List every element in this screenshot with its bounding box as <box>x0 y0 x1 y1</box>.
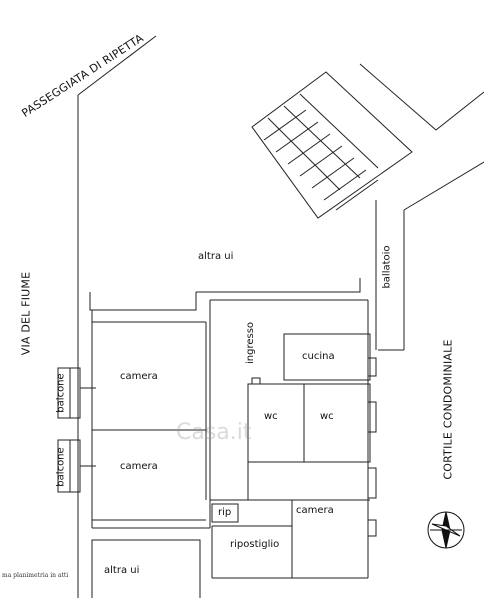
balcone-1-label: balcone <box>55 373 67 413</box>
plan-outline-lines <box>57 35 484 598</box>
ballatoio-label: ballatoio <box>381 245 393 289</box>
camera-1-label: camera <box>120 371 158 382</box>
balcone-2-label: balcone <box>55 447 67 487</box>
altra-ui-top-label: altra ui <box>198 251 234 262</box>
camera-3-label: camera <box>296 505 334 516</box>
watermark: Casa.it <box>176 420 252 445</box>
street-label-via: VIA DEL FIUME <box>19 271 33 356</box>
rip-label: rip <box>218 507 232 518</box>
wc-2-label: wc <box>320 411 334 422</box>
altra-ui-bottom-label: altra ui <box>104 565 140 576</box>
plan-note: ma planimetria in atti <box>2 572 69 579</box>
cucina-label: cucina <box>302 351 335 362</box>
street-label-cortile: CORTILE CONDOMINIALE <box>441 339 455 480</box>
ingresso-label: ingresso <box>245 321 257 365</box>
ripostiglio-label: ripostiglio <box>230 539 280 550</box>
camera-2-label: camera <box>120 461 158 472</box>
wc-1-label: wc <box>264 411 278 422</box>
compass-icon <box>427 511 465 549</box>
